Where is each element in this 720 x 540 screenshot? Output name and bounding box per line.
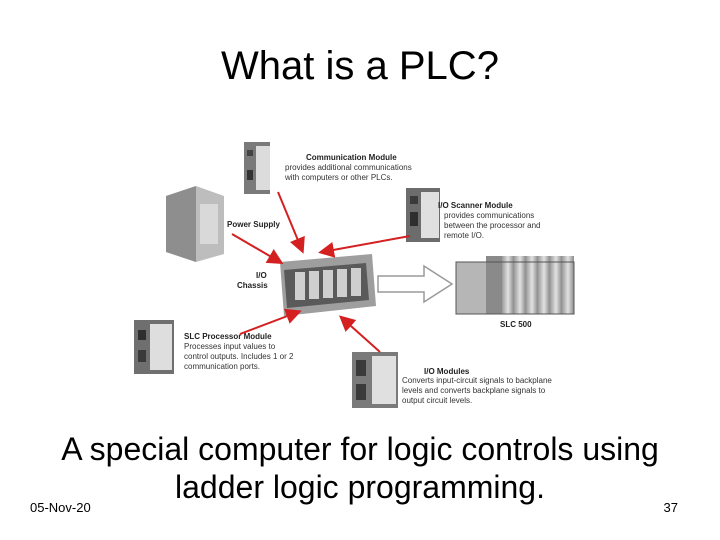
- assembly-arrow: [377, 264, 454, 304]
- io-chassis-label-2: Chassis: [237, 281, 268, 290]
- slc-processor-module-desc-1: Processes input values to: [184, 342, 276, 351]
- arrow-io-modules-to-chassis: [339, 315, 381, 353]
- io-scanner-module-label: I/O Scanner Module: [438, 201, 513, 210]
- slc-processor-module-desc-3: communication ports.: [184, 362, 260, 371]
- io-chassis-label-1: I/O: [256, 271, 267, 280]
- arrow-communication-to-chassis: [277, 191, 305, 254]
- communication-module-desc-2: with computers or other PLCs.: [284, 173, 393, 182]
- caption-line-1: A special computer for logic controls us…: [61, 431, 659, 467]
- communication-module-label: Communication Module: [306, 153, 397, 162]
- arrow-processor-to-chassis: [239, 308, 302, 335]
- power-supply-image: [166, 186, 224, 262]
- io-modules-image: [352, 352, 398, 408]
- io-modules-desc-2: levels and converts backplane signals to: [402, 386, 546, 395]
- caption-line-2: ladder logic programming.: [175, 469, 545, 505]
- io-scanner-module-desc-2: between the processor and: [444, 221, 541, 230]
- slc-processor-module-label: SLC Processor Module: [184, 332, 272, 341]
- communication-module-image: [244, 142, 270, 194]
- io-chassis-image: [280, 254, 376, 316]
- slc-processor-module-image: [134, 320, 174, 374]
- footer-date: 05-Nov-20: [30, 500, 91, 515]
- arrow-scanner-to-chassis: [318, 235, 411, 258]
- slide-caption: A special computer for logic controls us…: [40, 430, 680, 506]
- io-modules-desc-1: Converts input-circuit signals to backpl…: [402, 376, 552, 385]
- io-modules-desc-3: output circuit levels.: [402, 396, 472, 405]
- arrow-power-supply-to-chassis: [231, 233, 284, 265]
- slc-500-label: SLC 500: [500, 320, 532, 329]
- slc-processor-module-desc-2: control outputs. Includes 1 or 2: [184, 352, 294, 361]
- communication-module-desc-1: provides additional communications: [285, 163, 412, 172]
- io-scanner-module-desc-1: provides communications: [444, 211, 534, 220]
- slc-500-image: [455, 256, 575, 315]
- power-supply-label: Power Supply: [227, 220, 280, 229]
- page-number: 37: [663, 500, 678, 515]
- io-scanner-module-image: [406, 188, 440, 242]
- io-scanner-module-desc-3: remote I/O.: [444, 231, 484, 240]
- io-modules-label: I/O Modules: [424, 367, 470, 376]
- slide-title: What is a PLC?: [221, 44, 499, 88]
